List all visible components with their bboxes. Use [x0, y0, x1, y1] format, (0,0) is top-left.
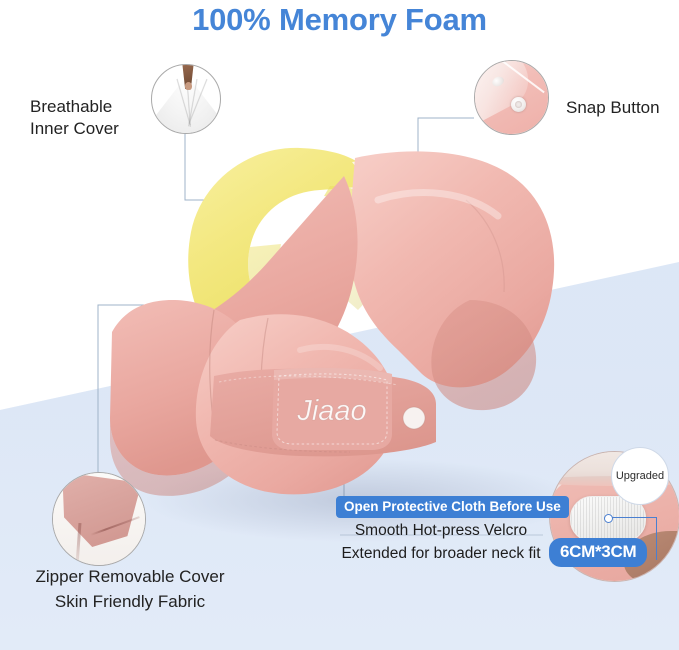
snap-button-icon: [511, 97, 526, 112]
banner-open-protective-cloth: Open Protective Cloth Before Use: [336, 496, 569, 518]
label-snap-button: Snap Button: [566, 98, 660, 117]
page-title: 100% Memory Foam: [192, 2, 487, 37]
callout-zipper-cover: [52, 472, 146, 566]
fingernail-icon: [185, 82, 192, 90]
velcro-info-block: Open Protective Cloth Before Use Smooth …: [336, 496, 569, 564]
measure-point-icon: [604, 514, 613, 523]
measure-leader-line: [610, 517, 657, 560]
callout-breathable-inner-cover: [151, 64, 221, 134]
brand-logo-text: Jiaao: [296, 395, 366, 427]
label-breathable-inner-cover: Breathable Inner Cover: [30, 97, 119, 138]
velcro-info-line-2: Extended for broader neck fit: [341, 545, 541, 562]
hand-icon: [182, 65, 194, 89]
label-zipper-removable-cover: Zipper Removable Cover Skin Friendly Fab…: [35, 567, 225, 611]
callout-snap-button: [474, 60, 549, 135]
svg-text:Jiaao: Jiaao: [296, 395, 366, 427]
badge-velcro-size: 6CM*3CM: [549, 538, 648, 567]
badge-upgraded: Upgraded: [611, 447, 669, 505]
velcro-info-line-1: Smooth Hot-press Velcro: [354, 522, 528, 539]
